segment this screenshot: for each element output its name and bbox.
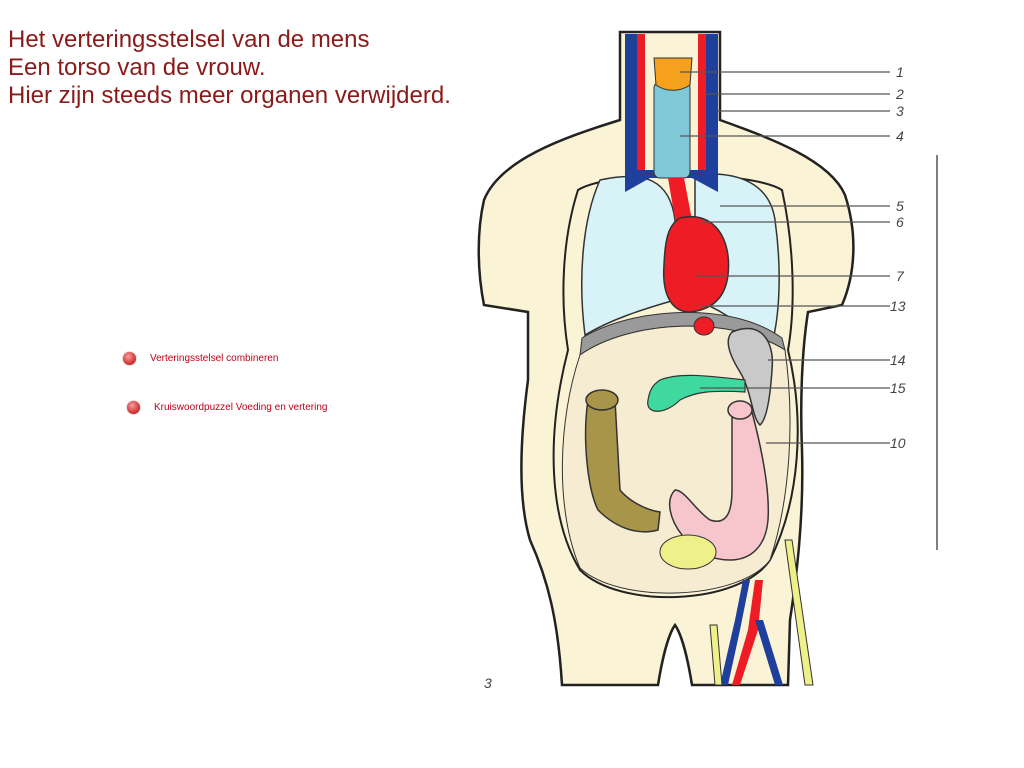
callout-1: 1 (896, 64, 904, 80)
esophagus-cut (693, 316, 715, 336)
red-bullet-icon (127, 401, 140, 414)
colon-ascending (584, 399, 661, 533)
bladder (659, 534, 717, 570)
vein-junction (625, 170, 718, 192)
link-label: Kruiswoordpuzzel Voeding en vertering (154, 402, 328, 413)
heart (662, 215, 730, 313)
artery-neck-left (637, 34, 645, 174)
callout-15: 15 (890, 380, 906, 396)
title-line-3: Hier zijn steeds meer organen verwijderd… (8, 82, 451, 109)
callout-14: 14 (890, 352, 906, 368)
figure-number: 3 (484, 675, 492, 691)
red-bullet-icon (123, 352, 136, 365)
callout-13: 13 (890, 298, 906, 314)
callout-5: 5 (896, 198, 904, 214)
link-kruiswoordpuzzel[interactable]: Kruiswoordpuzzel Voeding en vertering (127, 401, 327, 414)
link-label: Verteringsstelsel combineren (150, 353, 279, 364)
artery-pelvic (732, 580, 763, 685)
colon-cut-left (585, 389, 619, 411)
vein-pelvic-2 (755, 620, 783, 685)
torso-diagram: 1 2 3 4 5 6 7 13 14 15 10 3 (477, 30, 938, 691)
nerve-left (709, 624, 723, 686)
lung-right (581, 175, 676, 337)
trachea (653, 81, 691, 179)
link-verteringsstelsel-combineren[interactable]: Verteringsstelsel combineren (123, 352, 278, 365)
stomach (727, 327, 774, 426)
callout-10: 10 (890, 435, 906, 451)
callout-3: 3 (896, 103, 904, 119)
callout-7: 7 (896, 268, 905, 284)
title-line-1: Het verteringsstelsel van de mens (8, 26, 370, 53)
page-title: Het verteringsstelsel van de mens Een to… (8, 26, 451, 110)
artery-neck-right (698, 34, 706, 174)
callout-2: 2 (895, 86, 904, 102)
callout-6: 6 (896, 214, 904, 230)
nerve-right (784, 539, 814, 686)
vein-neck-right (706, 34, 718, 184)
larynx (653, 57, 693, 91)
colon-cut-right (727, 400, 753, 420)
pancreas (647, 374, 746, 412)
aorta (668, 178, 692, 225)
callout-4: 4 (896, 128, 904, 144)
vein-neck-left (625, 34, 637, 184)
title-line-2: Een torso van de vrouw. (8, 54, 266, 81)
vein-pelvic (720, 580, 750, 685)
